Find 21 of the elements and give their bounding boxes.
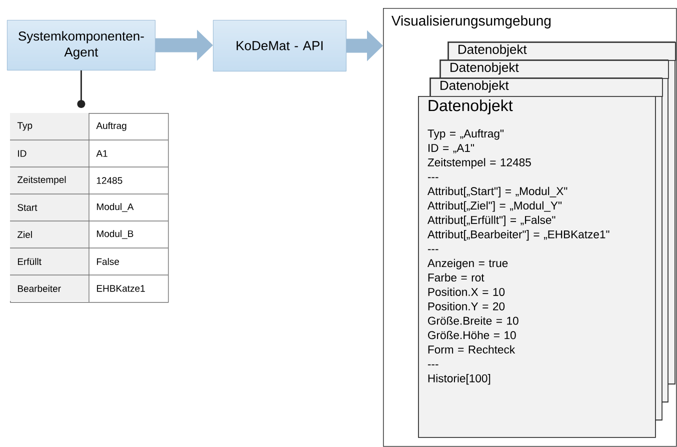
data-object-card: Datenobjekt bbox=[430, 78, 663, 97]
table-cell: Auftrag bbox=[96, 122, 126, 131]
table-cell: Erfüllt bbox=[18, 258, 42, 265]
table-cell: Modul_A bbox=[96, 203, 134, 212]
table-cell: False bbox=[96, 258, 119, 265]
process-box: KoDeMat - API bbox=[213, 20, 346, 72]
table-cell: Bearbeiter bbox=[18, 285, 61, 292]
data-object-card: Datenobjekt bbox=[448, 42, 676, 61]
process-box: Systemkomponenten- Agent bbox=[7, 20, 156, 70]
table-cell: Ziel bbox=[18, 231, 32, 238]
table-cell: Modul_B bbox=[96, 230, 134, 239]
data-table bbox=[10, 112, 169, 303]
table-cell: Typ bbox=[17, 122, 32, 131]
table-cell: 12485 bbox=[96, 177, 122, 184]
table-cell: Start bbox=[18, 204, 38, 211]
table-cell: Zeitstempel bbox=[18, 176, 66, 185]
table-cell: ID bbox=[18, 150, 26, 157]
table-cell: A1 bbox=[96, 150, 108, 157]
table-cell: EHBKatze1 bbox=[96, 285, 145, 292]
connector-line bbox=[77, 70, 86, 108]
data-object-card: Datenobjekt bbox=[440, 60, 669, 79]
